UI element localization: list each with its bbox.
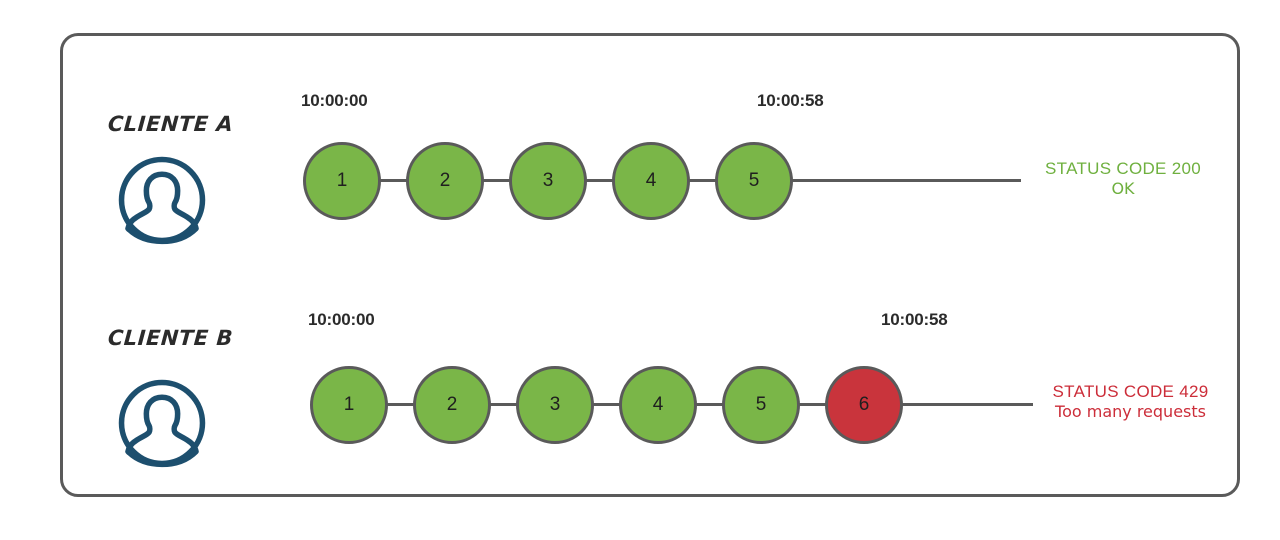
user-avatar-icon	[116, 154, 208, 246]
client-label-b: CLIENTE B	[107, 326, 234, 350]
request-node[interactable]: 2	[406, 142, 484, 220]
request-node-error[interactable]: 6	[825, 366, 903, 444]
status-code-b: STATUS CODE 429	[1052, 382, 1209, 401]
timestamp-start-a: 10:00:00	[301, 91, 368, 110]
diagram-frame: CLIENTE A 10:00:00 10:00:58 1 2 3 4 5 ST…	[60, 33, 1240, 497]
status-message-a: OK	[1111, 179, 1135, 199]
request-node[interactable]: 2	[413, 366, 491, 444]
request-node[interactable]: 5	[722, 366, 800, 444]
request-node[interactable]: 4	[619, 366, 697, 444]
request-node[interactable]: 3	[509, 142, 587, 220]
connector-to-status	[788, 179, 1021, 182]
request-node[interactable]: 4	[612, 142, 690, 220]
status-badge-a: STATUS CODE 200 OK	[1023, 158, 1223, 199]
request-node[interactable]: 1	[303, 142, 381, 220]
status-message-b: Too many requests	[1055, 402, 1206, 422]
status-code-a: STATUS CODE 200	[1045, 159, 1201, 178]
request-node[interactable]: 1	[310, 366, 388, 444]
client-label-a: CLIENTE A	[107, 112, 235, 136]
request-node[interactable]: 5	[715, 142, 793, 220]
user-avatar-icon	[116, 377, 208, 469]
status-badge-b: STATUS CODE 429 Too many requests	[1023, 381, 1238, 422]
request-node[interactable]: 3	[516, 366, 594, 444]
timestamp-start-b: 10:00:00	[308, 310, 375, 329]
connector-to-status	[898, 403, 1033, 406]
timestamp-end-b: 10:00:58	[881, 310, 948, 329]
timestamp-end-a: 10:00:58	[757, 91, 824, 110]
